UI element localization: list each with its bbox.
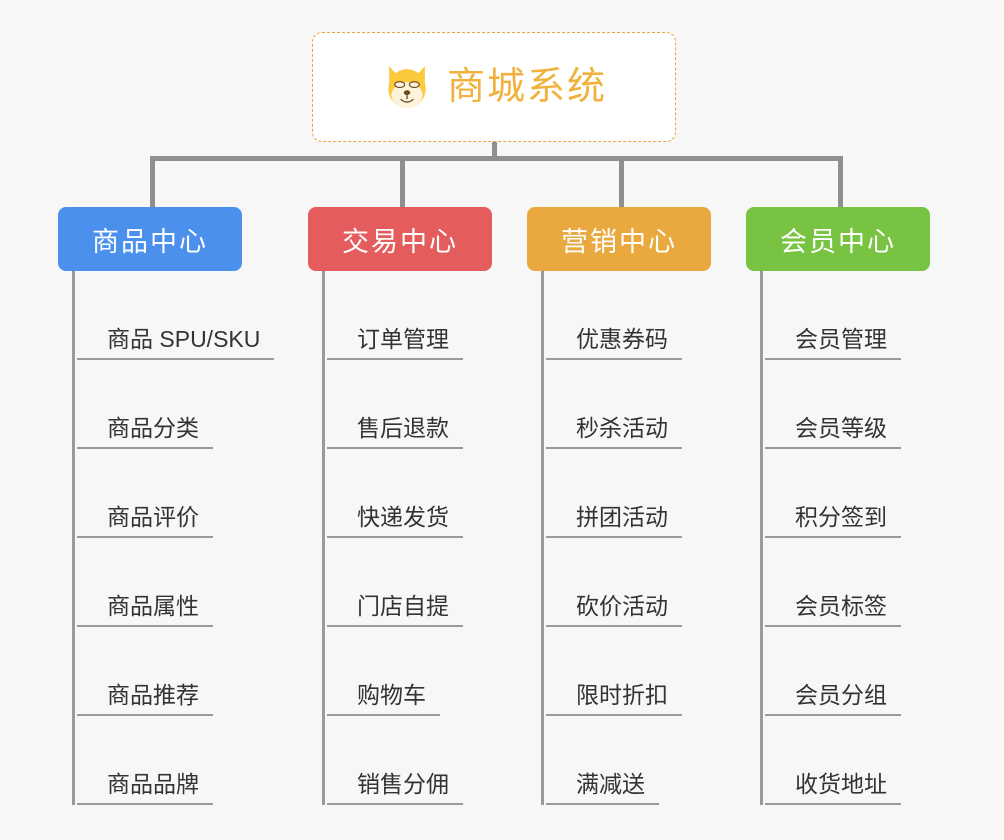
leaf-label: 优惠券码: [546, 326, 682, 360]
leaf-label: 商品品牌: [77, 771, 213, 805]
category-column-1: 商品中心 商品 SPU/SKU 商品分类 商品评价 商品属性 商品推荐 商品品牌: [58, 207, 275, 805]
category-title-4: 会员中心: [780, 226, 896, 257]
dog-face-icon: [388, 65, 426, 109]
connector-horizontal-bus: [150, 156, 842, 161]
list-item[interactable]: 积分签到: [765, 449, 930, 538]
connector-drop-1: [150, 156, 155, 208]
list-item[interactable]: 会员标签: [765, 538, 930, 627]
leaf-label: 购物车: [327, 682, 440, 716]
list-item[interactable]: 商品品牌: [77, 716, 242, 805]
leaf-label: 拼团活动: [546, 504, 682, 538]
leaf-label: 销售分佣: [327, 771, 463, 805]
leaf-list-3: 优惠券码 秒杀活动 拼团活动 砍价活动 限时折扣 满减送: [541, 271, 711, 805]
leaf-list-4: 会员管理 会员等级 积分签到 会员标签 会员分组 收货地址: [760, 271, 930, 805]
leaf-label: 会员标签: [765, 593, 901, 627]
leaf-label: 收货地址: [765, 771, 901, 805]
leaf-label: 商品分类: [77, 415, 213, 449]
list-item[interactable]: 商品评价: [77, 449, 242, 538]
leaf-label: 会员等级: [765, 415, 901, 449]
leaf-label: 会员管理: [765, 326, 901, 360]
connector-drop-3: [619, 156, 624, 208]
leaf-label: 商品属性: [77, 593, 213, 627]
leaf-label: 商品 SPU/SKU: [77, 326, 275, 360]
list-item[interactable]: 门店自提: [327, 538, 492, 627]
leaf-label: 满减送: [546, 771, 659, 805]
category-column-4: 会员中心 会员管理 会员等级 积分签到 会员标签 会员分组 收货地址: [746, 207, 930, 805]
list-item[interactable]: 商品属性: [77, 538, 242, 627]
leaf-label: 订单管理: [327, 326, 463, 360]
list-item[interactable]: 限时折扣: [546, 627, 711, 716]
connector-root-stem: [492, 142, 497, 160]
category-header-1[interactable]: 商品中心: [58, 207, 242, 271]
connector-drop-2: [400, 156, 405, 208]
leaf-label: 商品推荐: [77, 682, 213, 716]
list-item[interactable]: 快递发货: [327, 449, 492, 538]
category-title-3: 营销中心: [561, 226, 677, 257]
list-item[interactable]: 收货地址: [765, 716, 930, 805]
list-item[interactable]: 销售分佣: [327, 716, 492, 805]
category-header-2[interactable]: 交易中心: [308, 207, 492, 271]
leaf-label: 限时折扣: [546, 682, 682, 716]
list-item[interactable]: 售后退款: [327, 360, 492, 449]
list-item[interactable]: 商品推荐: [77, 627, 242, 716]
list-item[interactable]: 商品 SPU/SKU: [77, 271, 275, 360]
leaf-label: 积分签到: [765, 504, 901, 538]
leaf-label: 门店自提: [327, 593, 463, 627]
list-item[interactable]: 会员等级: [765, 360, 930, 449]
list-item[interactable]: 砍价活动: [546, 538, 711, 627]
list-item[interactable]: 会员管理: [765, 271, 930, 360]
leaf-label: 售后退款: [327, 415, 463, 449]
list-item[interactable]: 拼团活动: [546, 449, 711, 538]
leaf-label: 商品评价: [77, 504, 213, 538]
category-header-4[interactable]: 会员中心: [746, 207, 930, 271]
category-column-3: 营销中心 优惠券码 秒杀活动 拼团活动 砍价活动 限时折扣 满减送: [527, 207, 711, 805]
category-title-2: 交易中心: [342, 226, 458, 257]
connector-drop-4: [838, 156, 843, 208]
category-column-2: 交易中心 订单管理 售后退款 快递发货 门店自提 购物车 销售分佣: [308, 207, 492, 805]
category-header-3[interactable]: 营销中心: [527, 207, 711, 271]
leaf-list-2: 订单管理 售后退款 快递发货 门店自提 购物车 销售分佣: [322, 271, 492, 805]
category-title-1: 商品中心: [92, 226, 208, 257]
leaf-list-1: 商品 SPU/SKU 商品分类 商品评价 商品属性 商品推荐 商品品牌: [72, 271, 275, 805]
leaf-label: 砍价活动: [546, 593, 682, 627]
leaf-label: 快递发货: [327, 504, 463, 538]
list-item[interactable]: 秒杀活动: [546, 360, 711, 449]
leaf-label: 秒杀活动: [546, 415, 682, 449]
list-item[interactable]: 商品分类: [77, 360, 242, 449]
list-item[interactable]: 满减送: [546, 716, 711, 805]
leaf-label: 会员分组: [765, 682, 901, 716]
root-title: 商城系统: [446, 66, 607, 108]
list-item[interactable]: 优惠券码: [546, 271, 711, 360]
list-item[interactable]: 会员分组: [765, 627, 930, 716]
root-node[interactable]: 商城系统: [312, 32, 676, 142]
list-item[interactable]: 购物车: [327, 627, 492, 716]
list-item[interactable]: 订单管理: [327, 271, 492, 360]
